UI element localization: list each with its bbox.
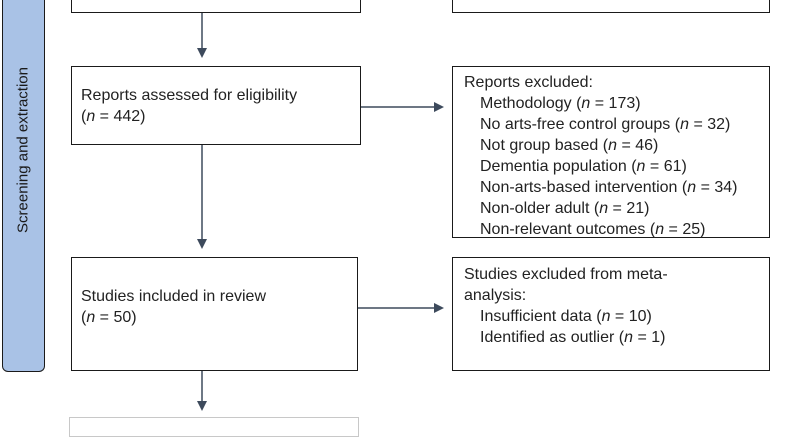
reports-assessed-text: Reports assessed for eligibility (n = 44… [81, 85, 297, 127]
exclusion-item: Not group based (n = 46) [480, 137, 659, 154]
reports-assessed-label: Reports assessed for eligibility [81, 87, 298, 104]
flow-arrows [197, 13, 444, 411]
studies-included-count: (n = 50) [81, 309, 137, 326]
meta-excluded-title-2: analysis: [464, 287, 527, 304]
reports-assessed-count: (n = 442) [81, 108, 146, 125]
exclusion-item: Dementia population (n = 61) [480, 158, 687, 175]
meta-excluded-title-1: Studies excluded from meta- [464, 266, 668, 283]
reports-excluded-box [452, 66, 770, 238]
studies-included-label: Studies included in review [81, 288, 266, 305]
top-right-box [452, 0, 770, 13]
exclusion-item: Non-older adult (n = 21) [480, 200, 650, 217]
reports-assessed-box [71, 66, 361, 145]
bottom-left-box [69, 417, 359, 437]
studies-included-box [71, 257, 358, 371]
meta-excluded-list: Studies excluded from meta- analysis: In… [464, 264, 668, 348]
stage-sidebar [2, 0, 45, 372]
exclusion-item: No arts-free control groups (n = 32) [480, 116, 731, 133]
exclusion-item: Non-arts-based intervention (n = 34) [480, 179, 738, 196]
reports-excluded-list: Reports excluded: Methodology (n = 173) … [464, 72, 737, 240]
meta-exclusion-item: Insufficient data (n = 10) [480, 308, 652, 325]
meta-excluded-box [452, 257, 770, 371]
meta-exclusion-item: Identified as outlier (n = 1) [480, 329, 666, 346]
exclusion-item: Non-relevant outcomes (n = 25) [480, 221, 706, 238]
studies-included-text: Studies included in review (n = 50) [81, 286, 266, 328]
exclusion-item: Methodology (n = 173) [480, 95, 641, 112]
top-left-box [71, 0, 361, 13]
reports-excluded-title: Reports excluded: [464, 74, 593, 91]
